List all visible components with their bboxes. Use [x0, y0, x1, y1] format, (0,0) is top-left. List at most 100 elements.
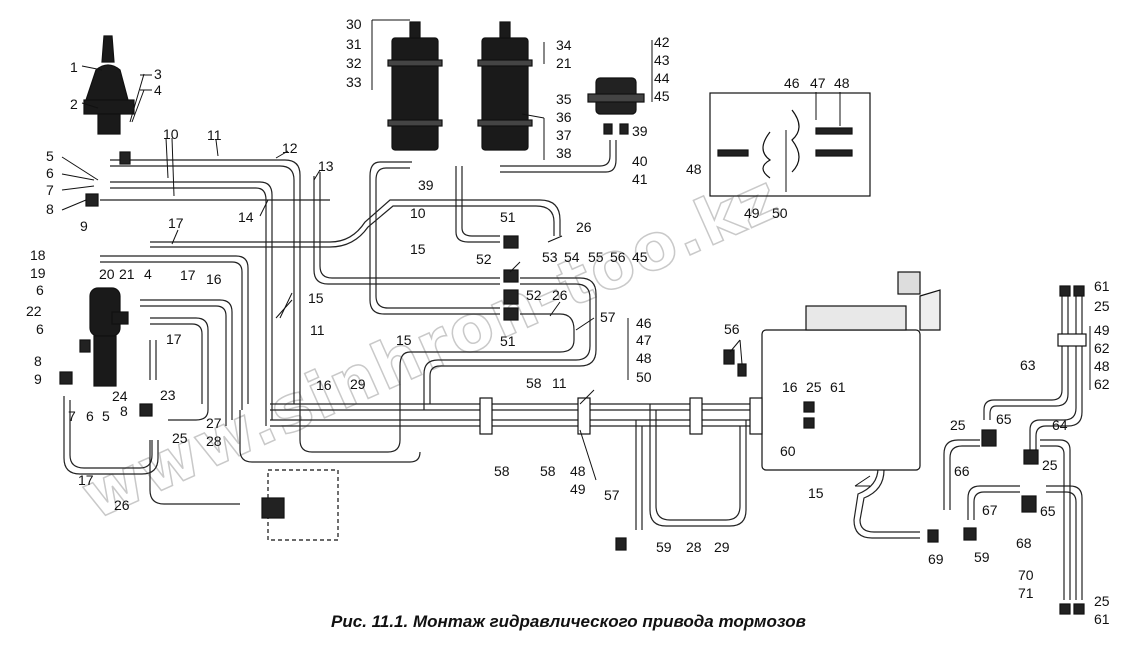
- callout-46: 46: [784, 75, 800, 91]
- callout-45: 45: [654, 88, 670, 104]
- callout-47b: 47: [636, 332, 652, 348]
- callout-65b: 65: [1040, 503, 1056, 519]
- callout-18: 18: [30, 247, 46, 263]
- master-cylinder: [89, 287, 129, 387]
- callout-15d: 15: [808, 485, 824, 501]
- callout-46b: 46: [636, 315, 652, 331]
- callout-69: 69: [928, 551, 944, 567]
- callout-55: 55: [588, 249, 604, 265]
- callouts: 1 2 3 4 5 6 7 8 9 10 11 12 13 14 17 18 1…: [26, 16, 1110, 627]
- brake-sensor-unit: [587, 77, 645, 135]
- callout-10b: 10: [410, 205, 426, 221]
- callout-15: 15: [308, 290, 324, 306]
- callout-15b: 15: [410, 241, 426, 257]
- callout-5b: 5: [102, 408, 110, 424]
- callout-51: 51: [500, 209, 516, 225]
- callout-11: 11: [207, 127, 222, 143]
- callout-5: 5: [46, 148, 54, 164]
- callout-57: 57: [600, 309, 616, 325]
- callout-36: 36: [556, 109, 572, 125]
- callout-40: 40: [632, 153, 648, 169]
- callout-67: 67: [982, 502, 998, 518]
- callout-50: 50: [772, 205, 788, 221]
- hydraulic-tank: [761, 271, 941, 471]
- callout-20: 20: [99, 266, 115, 282]
- callout-17b: 17: [180, 267, 196, 283]
- callout-17c: 17: [166, 331, 182, 347]
- callout-25e: 25: [1042, 457, 1058, 473]
- callout-49b: 49: [570, 481, 586, 497]
- callout-6b: 6: [36, 282, 44, 298]
- callout-28: 28: [206, 433, 222, 449]
- callout-6c: 6: [36, 321, 44, 337]
- callout-52: 52: [476, 251, 492, 267]
- callout-54: 54: [564, 249, 580, 265]
- callout-11b: 11: [310, 322, 325, 338]
- callout-38: 38: [556, 145, 572, 161]
- pipe-routes: [63, 140, 1083, 600]
- callout-15c: 15: [396, 332, 412, 348]
- components: [59, 21, 1087, 615]
- callout-51b: 51: [500, 333, 516, 349]
- callout-8c: 8: [120, 403, 128, 419]
- callout-35: 35: [556, 91, 572, 107]
- callout-2: 2: [70, 96, 78, 112]
- callout-49: 49: [744, 205, 760, 221]
- callout-58b: 58: [494, 463, 510, 479]
- callout-9b: 9: [34, 371, 42, 387]
- callout-11c: 11: [552, 375, 567, 391]
- callout-66: 66: [954, 463, 970, 479]
- callout-49c: 49: [1094, 322, 1110, 338]
- fittings: [59, 151, 1085, 615]
- callout-30: 30: [346, 16, 362, 32]
- callout-59: 59: [656, 539, 672, 555]
- callout-19: 19: [30, 265, 46, 281]
- callout-25d: 25: [950, 417, 966, 433]
- callout-60: 60: [780, 443, 796, 459]
- callout-64: 64: [1052, 417, 1068, 433]
- callout-25: 25: [172, 430, 188, 446]
- callout-17d: 17: [78, 472, 94, 488]
- callout-4: 4: [154, 82, 162, 98]
- figure-caption: Рис. 11.1. Монтаж гидравлического привод…: [331, 612, 806, 631]
- callout-65: 65: [996, 411, 1012, 427]
- callout-48b: 48: [686, 161, 702, 177]
- callout-25c: 25: [1094, 298, 1110, 314]
- callout-37: 37: [556, 127, 572, 143]
- leader-lines: [61, 19, 1091, 487]
- callout-70: 70: [1018, 567, 1034, 583]
- callout-27: 27: [206, 415, 222, 431]
- callout-28b: 28: [686, 539, 702, 555]
- callout-10: 10: [163, 126, 179, 142]
- callout-53: 53: [542, 249, 558, 265]
- callout-21: 21: [119, 266, 135, 282]
- callout-16c: 16: [782, 379, 798, 395]
- callout-61: 61: [830, 379, 846, 395]
- callout-6d: 6: [86, 408, 94, 424]
- clamp-bracket-box: [709, 92, 871, 197]
- callout-12: 12: [282, 140, 298, 156]
- callout-59b: 59: [974, 549, 990, 565]
- callout-52b: 52: [526, 287, 542, 303]
- callout-50b: 50: [636, 369, 652, 385]
- callout-4b: 4: [144, 266, 152, 282]
- callout-33: 33: [346, 74, 362, 90]
- callout-21b: 21: [556, 55, 572, 71]
- callout-32: 32: [346, 55, 362, 71]
- callout-16: 16: [206, 271, 222, 287]
- callout-62: 62: [1094, 340, 1110, 356]
- callout-14: 14: [238, 209, 254, 225]
- callout-26: 26: [114, 497, 130, 513]
- callout-17: 17: [168, 215, 184, 231]
- brake-valve-handle: [83, 35, 135, 135]
- callout-48: 48: [834, 75, 850, 91]
- callout-9: 9: [80, 218, 88, 234]
- callout-29: 29: [350, 376, 366, 392]
- callout-48c: 48: [636, 350, 652, 366]
- callout-16b: 16: [316, 377, 332, 393]
- callout-39: 39: [418, 177, 434, 193]
- callout-63: 63: [1020, 357, 1036, 373]
- callout-7b: 7: [68, 408, 76, 424]
- bundle-clamps: [479, 333, 1087, 435]
